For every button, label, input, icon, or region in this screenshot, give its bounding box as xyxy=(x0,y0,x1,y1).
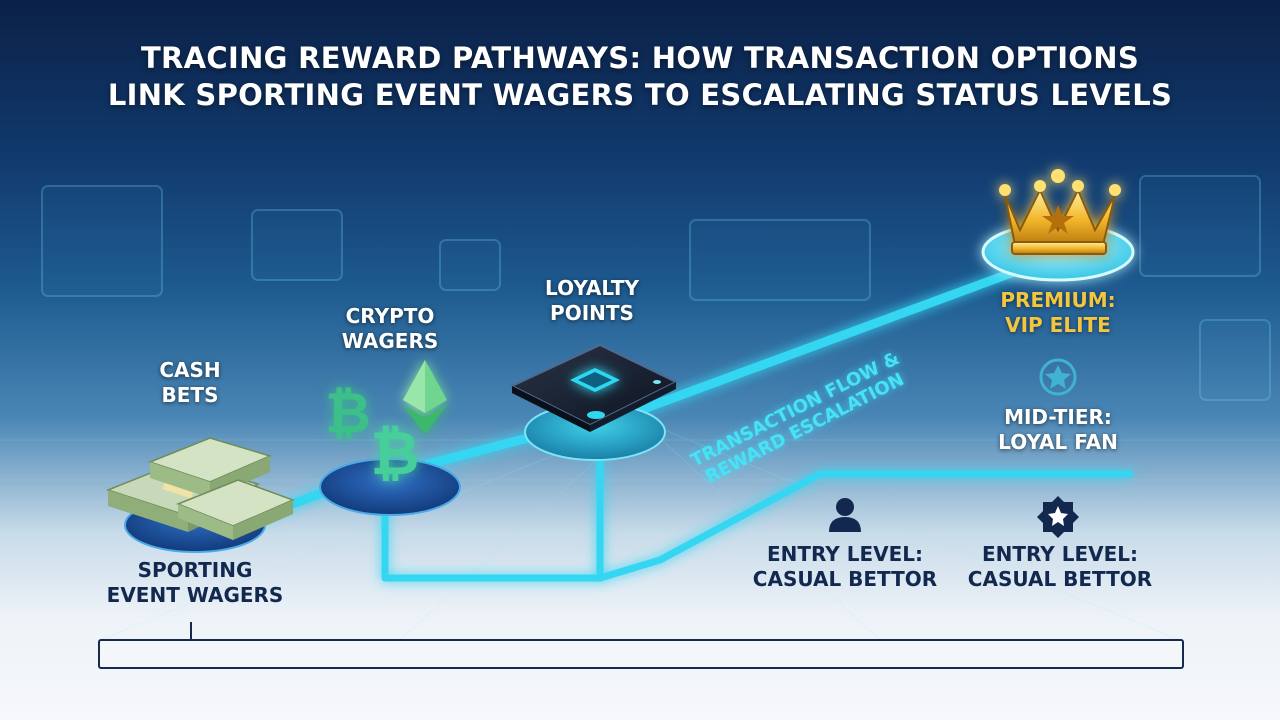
flow-paths xyxy=(245,250,1134,582)
svg-text:₿: ₿ xyxy=(371,419,420,489)
svg-text:₿: ₿ xyxy=(325,381,371,446)
star-badge-icon xyxy=(1039,358,1077,396)
crypto-wagers-label: CRYPTO WAGERS xyxy=(341,304,439,353)
bg-panel xyxy=(251,209,343,281)
bg-panel xyxy=(1199,319,1271,401)
timeline-tick xyxy=(190,622,192,640)
user-icon xyxy=(829,498,861,532)
mid-tier-label: MID-TIER: LOYAL FAN xyxy=(998,405,1118,454)
timeline-bar xyxy=(98,639,1184,669)
title-line-2: LINK SPORTING EVENT WAGERS TO ESCALATING… xyxy=(107,78,1173,112)
dark-star-badge-icon xyxy=(1037,496,1079,538)
crypto-node-disc xyxy=(319,458,461,516)
bg-panel xyxy=(1139,175,1261,277)
title-line-1: TRACING REWARD PATHWAYS: HOW TRANSACTION… xyxy=(140,41,1140,75)
bitcoin-icon: ₿ xyxy=(371,419,420,489)
crown-icon xyxy=(999,169,1121,255)
flow-path-main xyxy=(245,250,1065,525)
background-panels xyxy=(41,175,1271,401)
bg-panel xyxy=(439,239,501,291)
flow-path-lower xyxy=(381,470,1134,582)
loyalty-points-label: LOYALTY POINTS xyxy=(545,276,639,325)
ethereum-icon xyxy=(403,360,447,434)
bg-panel xyxy=(41,185,163,297)
entry-level-label-b: ENTRY LEVEL: CASUAL BETTOR xyxy=(967,542,1153,591)
chip-card-icon xyxy=(509,343,679,432)
premium-tier-label: PREMIUM: VIP ELITE xyxy=(1000,288,1116,337)
entry-level-label-a: ENTRY LEVEL: CASUAL BETTOR xyxy=(752,542,938,591)
cash-bets-label: CASH BETS xyxy=(159,358,221,407)
page-title: TRACING REWARD PATHWAYS: HOW TRANSACTION… xyxy=(0,40,1280,114)
sporting-event-wagers-label: SPORTING EVENT WAGERS xyxy=(106,558,284,607)
bitcoin-icon: ₿ xyxy=(325,381,371,446)
bg-panel xyxy=(689,219,871,301)
money-stack-icon xyxy=(105,437,296,540)
